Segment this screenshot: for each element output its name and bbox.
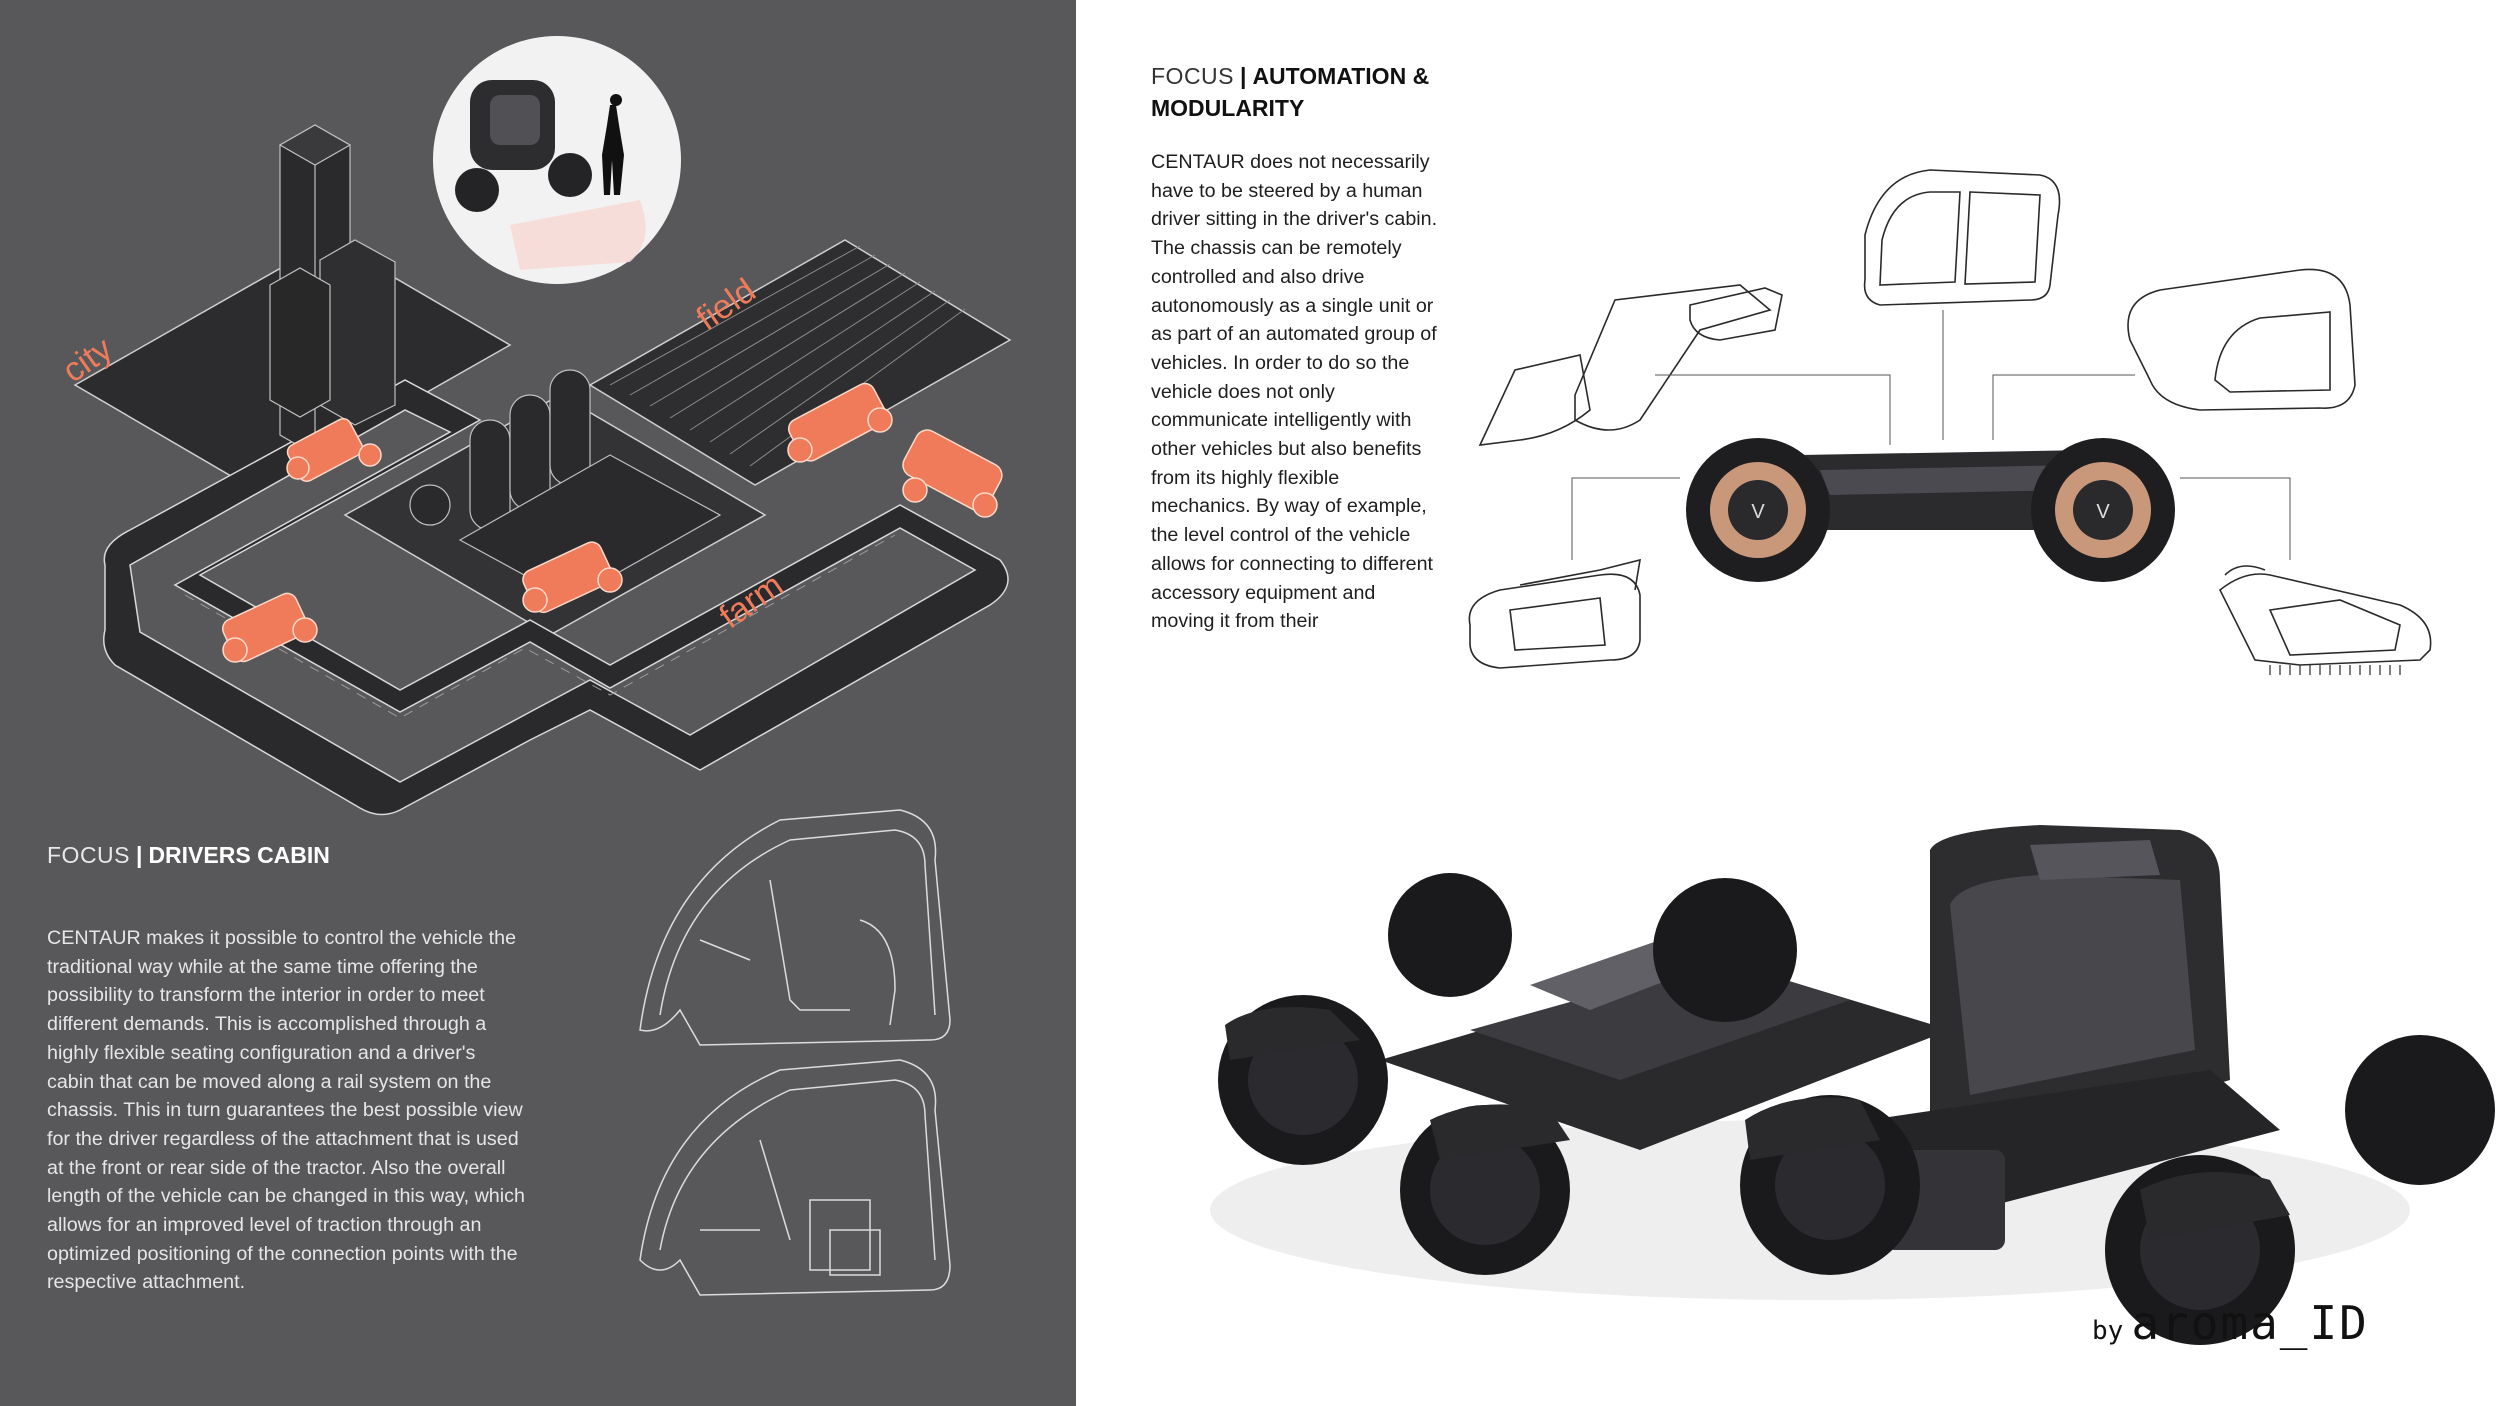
field-block [588,239,1012,486]
cabin-body-text: CENTAUR makes it possible to control the… [47,927,525,1294]
cabin-heading: FOCUS|DRIVERS CABIN [47,839,330,871]
modularity-diagram [1468,169,2432,675]
wheel-right: V [2031,438,2175,582]
automation-heading-title: AUTOMATION & MODULARITY [1151,63,1430,121]
automation-heading: FOCUS|AUTOMATION & MODULARITY [1151,60,1471,124]
vehicle-chassis-render [1218,873,1950,1275]
cabin-module [1863,169,2061,306]
cabin-heading-separator: | [136,842,143,868]
rear-attachment-module [2218,573,2432,666]
svg-text:V: V [1751,501,1765,523]
rear-hood-module [2127,268,2356,411]
isometric-map [73,124,1012,816]
cabin-sketch-1 [639,809,951,1046]
automation-body-text: CENTAUR does not necessarily have to be … [1151,151,1438,633]
cabin-heading-focus: FOCUS [47,842,130,868]
chassis-module: V V [1686,438,2175,582]
svg-text:V: V [2096,501,2110,523]
map-vehicle-1 [286,417,382,483]
automation-heading-focus: FOCUS [1151,63,1234,89]
front-loader-module [1478,354,1591,446]
map-vehicle-2 [787,382,893,463]
map-vehicle-5 [221,592,318,663]
automation-heading-separator: | [1240,63,1247,89]
brand-name: aroma_ID [2131,1296,2369,1350]
vehicle-render [1210,825,2495,1345]
front-attachment-module [1468,573,1641,669]
map-vehicle-4 [522,541,623,614]
cabin-sketch-2 [639,1059,951,1296]
brand-by: by [2092,1316,2124,1346]
cabin-heading-title: DRIVERS CABIN [148,842,330,868]
map-vehicle-3 [902,429,1003,518]
inset-circle [433,36,681,284]
vehicle-cabin-render [1740,825,2495,1345]
wheel-left: V [1686,438,1830,582]
city-tower [269,124,396,456]
tree-icon [409,484,451,526]
